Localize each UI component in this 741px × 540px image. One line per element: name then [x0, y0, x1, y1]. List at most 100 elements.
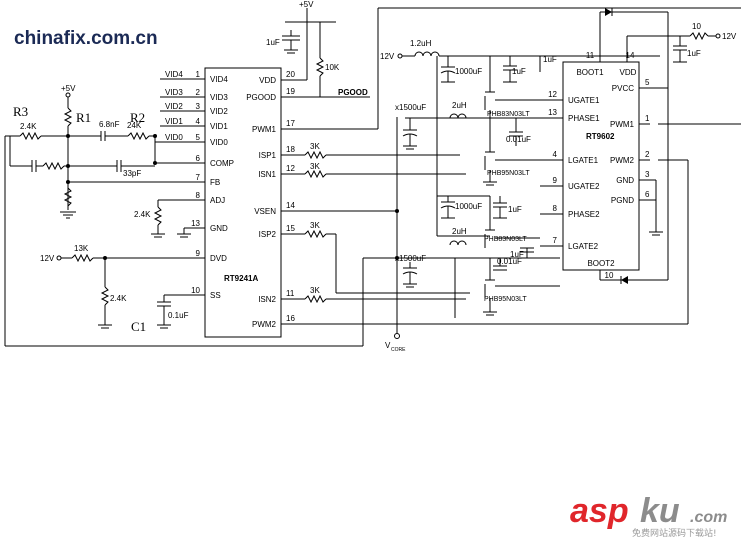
v12-left-label: 12V	[40, 254, 55, 263]
r3-value: 2.4K	[20, 122, 37, 131]
rt9602-name: RT9602	[586, 132, 615, 141]
l-out2-label: 2uH	[452, 227, 467, 236]
output-stage-1: PHB83N03LT 2uH x1500uF PHB95N03LT 0.01uF…	[395, 55, 557, 186]
rt9602-pin-num: 1	[645, 114, 650, 123]
vcore-label: V	[385, 341, 391, 350]
rt9602-pin-label: PHASE1	[568, 114, 600, 123]
rt9602-pin-label: BOOT1	[576, 68, 604, 77]
rt9241a-pin-label: FB	[210, 178, 220, 187]
rt9241a-pin-num: 8	[196, 191, 201, 200]
rt9241a-pin-num: 13	[191, 219, 200, 228]
c1-label: C1	[131, 319, 146, 334]
rt9241a-pin-num: 6	[196, 154, 201, 163]
rt9241a-pin-num: 17	[286, 119, 295, 128]
c-vdd-label: 1uF	[266, 38, 280, 47]
r-isn1-label: 3K	[310, 162, 320, 171]
rt9241a-pin-label: DVD	[210, 254, 227, 263]
vid-line-label: VID1	[165, 117, 183, 126]
site-watermark: chinafix.com.cn	[14, 28, 158, 49]
output-stage-2: PHB83N03LT 2uH x1500uF PHB95N03LT 0.01uF…	[395, 196, 560, 316]
rt9241a-pin-label: ISN1	[258, 170, 276, 179]
rt9241a-pin-label: PWM2	[252, 320, 277, 329]
r-pg-label: 10K	[325, 63, 340, 72]
rt9241a-pin-label: SS	[210, 291, 221, 300]
rt9602-pin-label: PWM1	[610, 120, 635, 129]
rt9241a-pin-num: 9	[196, 249, 201, 258]
rt9241a-pin-label: VID3	[210, 93, 228, 102]
c-comp2-label: 33pF	[123, 169, 141, 178]
r-isn2-label: 3K	[310, 286, 320, 295]
r-vdd-label: 10	[692, 22, 701, 31]
rt9602-body	[562, 61, 640, 271]
adj-network: 2.4K	[134, 199, 205, 238]
q-hi1-label: PHB83N03LT	[487, 111, 530, 118]
rt9602-pin-label: UGATE2	[568, 182, 600, 191]
rt9602-pin-label: UGATE1	[568, 96, 600, 105]
c-in2-label: 1uF	[512, 67, 526, 76]
rt9241a-pin-num: 11	[286, 289, 295, 298]
c-ss-label: 0.1uF	[168, 311, 189, 320]
rt9602-pin-num: 5	[645, 78, 650, 87]
r2-label: R2	[130, 110, 145, 125]
vid-line-label: VID4	[165, 70, 183, 79]
rt9241a-pin-label: ISN2	[258, 295, 276, 304]
vid-line-label: VID3	[165, 88, 183, 97]
rt9602-pin-num: 9	[553, 176, 558, 185]
rt9241a-pin-num: 16	[286, 314, 295, 323]
v12-top-label: 12V	[380, 52, 395, 61]
vcore-sub: CORE	[391, 347, 406, 353]
plus5-top-label: +5V	[299, 0, 314, 9]
sense-resistors: 3K 3K 3K 3K	[281, 142, 470, 304]
r-adj-label: 2.4K	[134, 210, 151, 219]
rt9602-pin-label: PGND	[611, 196, 634, 205]
rt9241a-pin-label: VDD	[259, 76, 276, 85]
rt9241a-pin-label: VSEN	[254, 207, 276, 216]
c-out1-label: x1500uF	[395, 103, 426, 112]
r2-value: 24K	[127, 121, 142, 130]
pgood-label: PGOOD	[338, 88, 368, 97]
rt9241a-pin-label: COMP	[210, 159, 234, 168]
rt9602-pin-label: LGATE2	[568, 242, 599, 251]
c-ph2-label: 0.01uF	[497, 257, 522, 266]
rt9602-pin-num: 4	[553, 150, 558, 159]
rt9241a-pin-num: 10	[191, 286, 200, 295]
rt9241a-pin-label: VID1	[210, 122, 228, 131]
r1-label: R1	[76, 110, 91, 125]
rt9241a-pin-num: 4	[196, 117, 201, 126]
rt9602-pin-num: 6	[645, 190, 650, 199]
rt9241a-pin-num: 15	[286, 224, 295, 233]
rt9241a-pin-label: PWM1	[252, 125, 277, 134]
rt9241a-pin-num: 2	[196, 88, 201, 97]
rt9241a-pin-num: 3	[196, 102, 201, 111]
rt9602-pin-label: VDD	[620, 68, 637, 77]
rt9602-pin-num: 14	[626, 51, 635, 60]
c-in3-label: 1000uF	[455, 202, 482, 211]
rt9241a-pin-num: 12	[286, 164, 295, 173]
brand-com: .com	[690, 509, 727, 526]
rt9602-pin-num: 12	[548, 90, 557, 99]
pwm-routing	[5, 7, 741, 347]
q-lo1-label: PHB95N03LT	[487, 170, 530, 177]
vid-line-label: VID0	[165, 133, 183, 142]
dvd-network: 12V 13K 2.4K C1 0.1uF	[40, 244, 205, 334]
rt9241a-pin-label: VID2	[210, 107, 228, 116]
r-dvd2-label: 2.4K	[110, 294, 127, 303]
rt9602-pin-label: PWM2	[610, 156, 635, 165]
brand-tagline: 免费网站源码下载站!	[632, 527, 717, 539]
v12-right-label: 12V	[722, 32, 737, 41]
plus5-left-label: +5V	[61, 84, 76, 93]
rt9241a-pin-label: GND	[210, 224, 228, 233]
rt9602-pin-label: BOOT2	[587, 259, 615, 268]
rt9602-pin-num: 2	[645, 150, 650, 159]
rt9241a-pin-label: VID4	[210, 75, 228, 84]
l-in-label: 1.2uH	[410, 39, 432, 48]
rt9241a-pin-num: 1	[196, 70, 201, 79]
c-vdd2-label: 1uF	[687, 49, 701, 58]
rt9602-pin-num: 7	[553, 236, 558, 245]
rt9602-pin-label: GND	[616, 176, 634, 185]
q-lo2-label: PHB95N03LT	[484, 296, 527, 303]
rt9602-pin-label: LGATE1	[568, 156, 599, 165]
c-boot1-label: 1uF	[543, 55, 557, 64]
